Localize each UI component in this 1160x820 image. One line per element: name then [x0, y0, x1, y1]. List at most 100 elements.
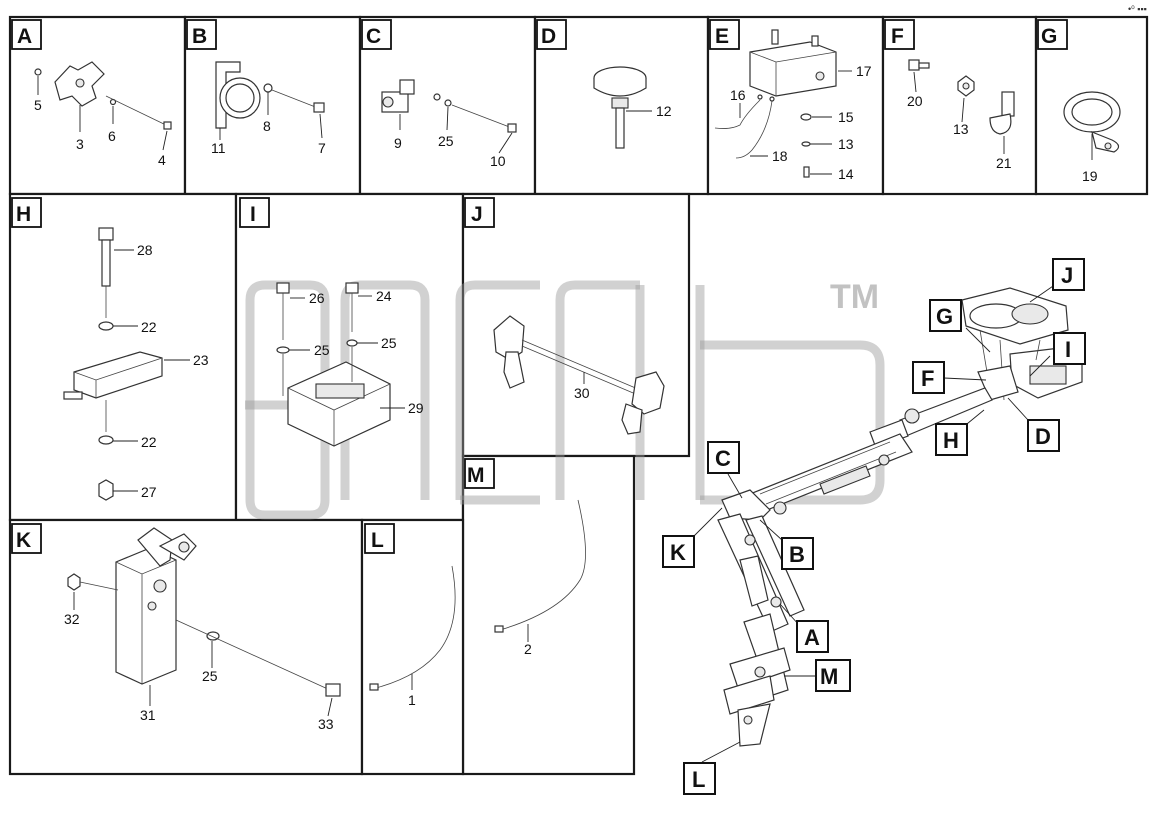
svg-text:H: H [16, 203, 31, 226]
part-number: 13 [953, 121, 969, 137]
part-number: 10 [490, 153, 506, 169]
part-number: 18 [772, 148, 788, 164]
panel-B-illustration [215, 61, 325, 140]
assembly-callout-F: F [912, 361, 945, 394]
svg-text:H: H [943, 428, 959, 453]
svg-text:D: D [541, 25, 556, 48]
assembly-callout-A: A [796, 620, 829, 653]
part-number: 19 [1082, 168, 1098, 184]
part-number: 25 [314, 342, 330, 358]
part-number: 25 [381, 335, 397, 351]
panel-tag-G: G [1037, 19, 1068, 50]
part-number: 2 [524, 641, 532, 657]
part-number: 9 [394, 135, 402, 151]
svg-text:J: J [1061, 263, 1073, 288]
panel-tag-M: M [464, 458, 495, 489]
part-number: 17 [856, 63, 872, 79]
panel-tag-E: E [709, 19, 740, 50]
part-number: 32 [64, 611, 80, 627]
part-number: 21 [996, 155, 1012, 171]
part-number: 26 [309, 290, 325, 306]
panel-G-illustration [1063, 91, 1121, 160]
part-number: 12 [656, 103, 672, 119]
panel-tag-C: C [361, 19, 392, 50]
panel-tag-H: H [11, 197, 42, 228]
svg-text:L: L [371, 529, 384, 552]
panel-tag-A: A [11, 19, 42, 50]
svg-text:I: I [250, 203, 256, 226]
part-number: 31 [140, 707, 156, 723]
watermark-trademark: TM [830, 278, 879, 316]
svg-text:D: D [1035, 424, 1051, 449]
svg-text:C: C [715, 446, 731, 471]
assembly-callout-L: L [683, 762, 716, 795]
part-number: 23 [193, 352, 209, 368]
panel-tag-D: D [536, 19, 567, 50]
panel-I-illustration [276, 282, 405, 447]
svg-text:B: B [192, 25, 207, 48]
panel-tag-K: K [11, 523, 42, 554]
part-number: 5 [34, 97, 42, 113]
svg-text:A: A [17, 25, 32, 48]
panel-E-illustration [714, 29, 852, 178]
assembly-callout-G: G [929, 299, 962, 332]
svg-text:E: E [715, 25, 729, 48]
part-number: 24 [376, 288, 392, 304]
assembly-callout-H: H [935, 423, 968, 456]
svg-text:A: A [804, 625, 820, 650]
panel-L-illustration [369, 565, 456, 691]
part-number: 15 [838, 109, 854, 125]
part-number: 1 [408, 692, 416, 708]
part-number: 3 [76, 136, 84, 152]
assembly-illustration [689, 283, 1083, 763]
assembly-callout-J: J [1052, 258, 1085, 291]
assembly-callout-M: M [815, 659, 851, 692]
svg-text:K: K [670, 540, 686, 565]
svg-text:C: C [366, 25, 381, 48]
panel-tag-F: F [884, 19, 915, 50]
svg-text:M: M [467, 464, 485, 487]
panel-D-illustration [593, 66, 652, 149]
panel-C-illustration [381, 79, 517, 154]
svg-text:F: F [891, 25, 904, 48]
part-number: 30 [574, 385, 590, 401]
part-number: 22 [141, 319, 157, 335]
assembly-callout-K: K [662, 535, 695, 568]
part-number: 14 [838, 166, 854, 182]
svg-text:I: I [1065, 337, 1071, 362]
panel-L [360, 518, 465, 776]
panel-A-illustration [34, 61, 172, 151]
panel-J-illustration [493, 315, 665, 435]
panel-H-illustration [63, 227, 190, 501]
svg-text:G: G [936, 304, 953, 329]
panel-F-illustration [908, 59, 1015, 154]
svg-text:G: G [1041, 25, 1057, 48]
panel-M-illustration [494, 499, 586, 642]
svg-text:L: L [692, 767, 705, 792]
part-number: 8 [263, 118, 271, 134]
part-number: 29 [408, 400, 424, 416]
part-number: 20 [907, 93, 923, 109]
assembly-callout-C: C [707, 441, 740, 474]
svg-text:M: M [820, 664, 838, 689]
panel-K-illustration [67, 527, 341, 717]
part-number: 11 [211, 140, 226, 156]
assembly-callout-D: D [1027, 419, 1060, 452]
part-number: 27 [141, 484, 157, 500]
part-number: 7 [318, 140, 326, 156]
svg-text:B: B [789, 542, 805, 567]
part-number: 13 [838, 136, 854, 152]
assembly-callout-I: I [1053, 332, 1086, 365]
part-number: 28 [137, 242, 153, 258]
part-number: 22 [141, 434, 157, 450]
panel-tag-J: J [464, 197, 495, 228]
svg-text:K: K [16, 529, 31, 552]
svg-text:J: J [471, 203, 483, 226]
panel-tag-B: B [186, 19, 217, 50]
part-number: 25 [202, 668, 218, 684]
panel-M [461, 454, 636, 776]
part-number: 6 [108, 128, 116, 144]
part-number: 25 [438, 133, 454, 149]
part-number: 4 [158, 152, 166, 168]
